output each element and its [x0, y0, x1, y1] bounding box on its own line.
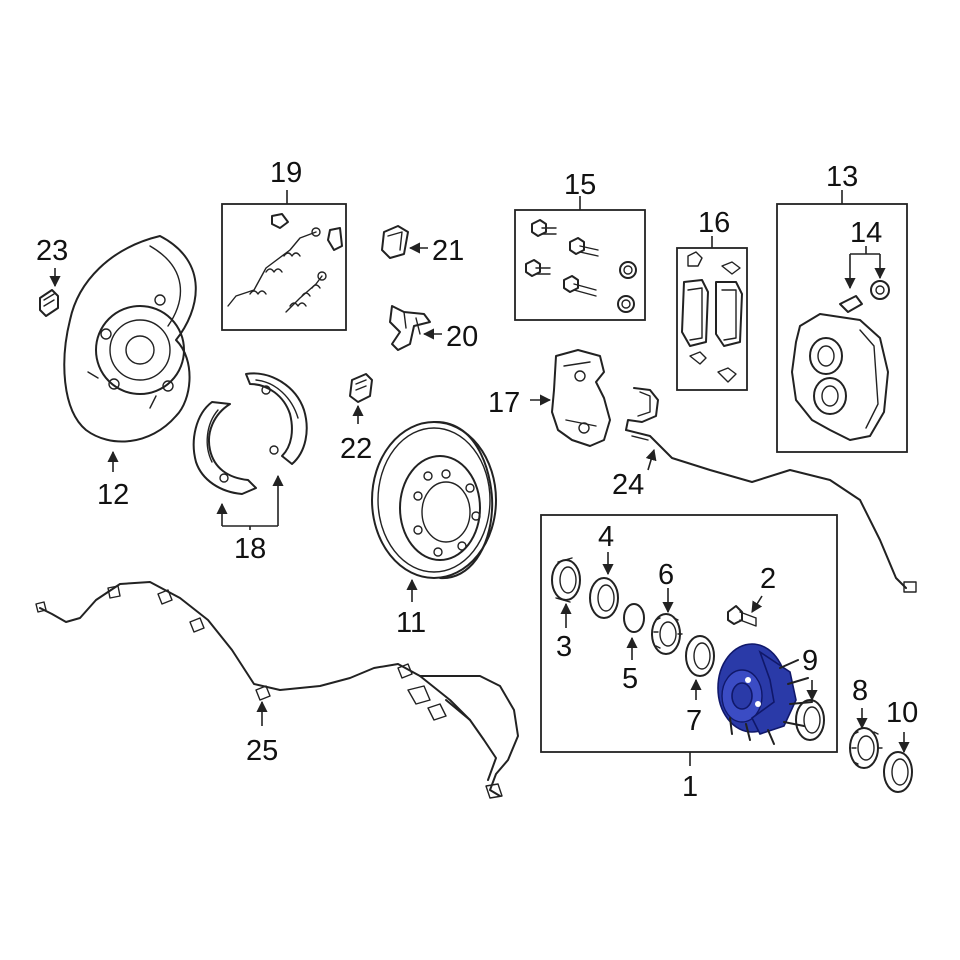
- callout-18: 18: [234, 533, 266, 565]
- part-11-rotor[interactable]: [371, 420, 497, 580]
- callout-22: 22: [340, 433, 372, 465]
- callout-2: 2: [760, 563, 776, 595]
- callout-5: 5: [622, 663, 638, 695]
- part-18-brake-shoes[interactable]: [192, 372, 308, 495]
- part-19-springs[interactable]: [227, 213, 343, 313]
- part-25-abs-harness[interactable]: [35, 581, 519, 799]
- callout-4: 4: [598, 521, 614, 553]
- part-9-seal[interactable]: [795, 699, 825, 741]
- kit-box-13: [776, 203, 908, 453]
- callout-7: 7: [686, 705, 702, 737]
- part-17-caliper-bracket[interactable]: [551, 349, 611, 447]
- kit-box-15: [514, 209, 646, 321]
- callout-9: 9: [802, 645, 818, 677]
- part-5-snap-ring[interactable]: [623, 603, 645, 633]
- callout-12: 12: [97, 479, 129, 511]
- kit-box-19: [221, 203, 347, 331]
- part-16-brake-pads[interactable]: [681, 251, 743, 383]
- part-8-bearing[interactable]: [849, 727, 883, 769]
- part-23-clip[interactable]: [39, 289, 59, 317]
- callout-6: 6: [658, 559, 674, 591]
- callout-3: 3: [556, 631, 572, 663]
- part-22-adjuster[interactable]: [349, 373, 373, 403]
- callout-23: 23: [36, 235, 68, 267]
- part-3-seal[interactable]: [551, 557, 581, 603]
- callout-8: 8: [852, 675, 868, 707]
- part-4-bearing-race[interactable]: [589, 577, 619, 619]
- callout-19: 19: [270, 157, 302, 189]
- part-14-caliper-pins[interactable]: [839, 280, 890, 313]
- part-13-caliper[interactable]: [791, 313, 889, 441]
- part-6-bearing[interactable]: [651, 613, 683, 655]
- callout-1: 1: [682, 771, 698, 803]
- part-12-backing-plate[interactable]: [63, 235, 197, 443]
- callout-25: 25: [246, 735, 278, 767]
- part-15-bolts[interactable]: [525, 219, 637, 313]
- callout-13: 13: [826, 161, 858, 193]
- part-24-brake-hose[interactable]: [625, 387, 917, 593]
- callout-24: 24: [612, 469, 644, 501]
- part-21-clip[interactable]: [381, 225, 409, 259]
- part-10-seal[interactable]: [883, 751, 913, 793]
- callout-14: 14: [850, 217, 882, 249]
- kit-box-1: [540, 514, 838, 753]
- part-7-seal-ring[interactable]: [685, 635, 715, 677]
- part-20-bracket[interactable]: [389, 305, 431, 351]
- callout-20: 20: [446, 321, 478, 353]
- part-hub-highlighted[interactable]: [717, 643, 813, 745]
- callout-17: 17: [488, 387, 520, 419]
- callout-21: 21: [432, 235, 464, 267]
- part-2-hub-bolt[interactable]: [727, 605, 757, 627]
- callout-10: 10: [886, 697, 918, 729]
- callout-11: 11: [396, 607, 426, 639]
- callout-15: 15: [564, 169, 596, 201]
- callout-16: 16: [698, 207, 730, 239]
